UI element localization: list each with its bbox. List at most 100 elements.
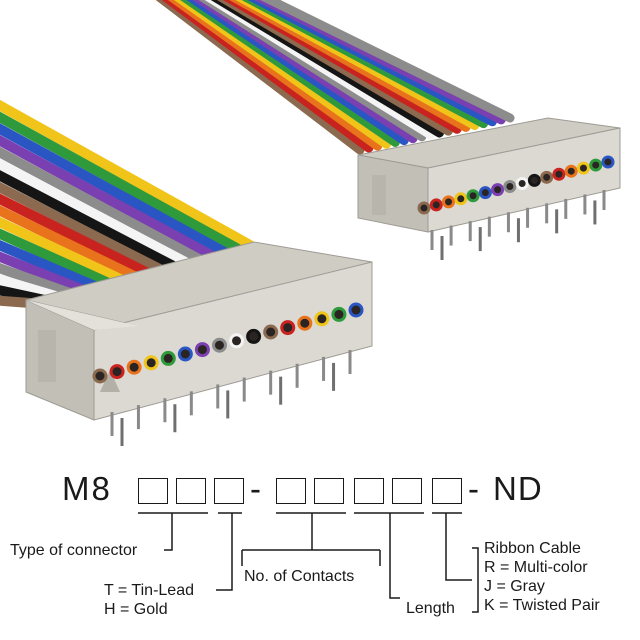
ribbon-wire: [0, 193, 152, 278]
wire-hole-core: [604, 158, 612, 166]
wire-hole-core: [163, 353, 173, 363]
wire-hole-core: [112, 367, 122, 377]
cable-twisted-pair-label: K = Twisted Pair: [484, 597, 600, 614]
connector-pin: [516, 218, 520, 243]
wire-hole-core: [530, 176, 538, 184]
connector-pin: [564, 198, 568, 219]
wire-hole-core: [579, 164, 587, 172]
contacts-slot: [314, 478, 344, 504]
ribbon-wire: [0, 135, 217, 261]
connector-pin: [593, 200, 597, 225]
connector-pin: [440, 236, 444, 260]
wire-hole-core: [317, 314, 327, 324]
ribbon-wire: [0, 216, 126, 285]
ribbon-wire: [0, 251, 87, 295]
ribbon-wire: [0, 274, 61, 302]
ribbon-wire: [0, 295, 35, 308]
wire-hole-core: [214, 340, 224, 350]
connector-pin: [295, 363, 299, 388]
connector-pin: [430, 230, 434, 250]
ribbon-wire: [0, 262, 74, 298]
connector-pin: [478, 227, 482, 252]
wire-hole-core: [146, 358, 156, 368]
connector-type-slot: [176, 478, 206, 504]
wire-hole-core: [481, 189, 489, 197]
connector-pin: [242, 377, 246, 402]
wire-hole-core: [232, 336, 242, 346]
ribbon-wire: [0, 99, 255, 250]
wire-hole-core: [180, 349, 190, 359]
wire-hole-core: [518, 179, 526, 187]
connector-pin: [279, 376, 283, 405]
ribbon-wire: [0, 240, 100, 291]
connector-pin: [555, 209, 559, 234]
wire-hole-core: [567, 167, 575, 175]
part-number-dash: -: [468, 470, 479, 507]
wire-hole-core: [95, 371, 105, 381]
contacts-label: No. of Contacts: [244, 568, 355, 585]
wire-hole-core: [555, 170, 563, 178]
part-number-dash: -: [250, 470, 261, 507]
ribbon-wire: [0, 170, 178, 271]
wire-hole-core: [300, 318, 310, 328]
wire-hole-core: [457, 195, 465, 203]
front-connector: [25, 241, 373, 446]
back-connector: [357, 117, 621, 260]
connector-pin: [322, 356, 326, 381]
wire-hole-core: [129, 362, 139, 372]
connector-pin: [506, 212, 510, 233]
ribbon-wire: [260, 0, 515, 123]
front-ribbon-cable: [0, 99, 255, 308]
length-slot: [392, 478, 422, 504]
ribbon-wire: [0, 111, 243, 254]
connector-pin: [583, 194, 587, 215]
ribbon-wire: [0, 228, 113, 288]
part-number-prefix: M8: [62, 470, 112, 507]
connector-pin: [269, 370, 273, 395]
connector-pin: [545, 203, 549, 224]
wire-hole-core: [266, 327, 276, 337]
wire-hole-core: [469, 192, 477, 200]
cable-gray-label: J = Gray: [484, 578, 545, 595]
ribbon-wire: [0, 123, 230, 257]
wire-hole-core: [197, 345, 207, 355]
cable-title-label: Ribbon Cable: [484, 540, 581, 557]
plating-tin-label: T = Tin-Lead: [104, 582, 194, 599]
cable-multicolor-label: R = Multi-color: [484, 559, 588, 576]
connector-pin: [602, 190, 606, 210]
connector-pin: [226, 390, 230, 419]
connector-pin: [449, 225, 453, 246]
length-slot: [354, 478, 384, 504]
connector-pin: [332, 362, 336, 391]
connector-pin: [526, 207, 530, 228]
connector-pin: [189, 391, 193, 416]
connector-pin: [120, 418, 124, 446]
wire-hole-core: [351, 305, 361, 315]
wire-hole-core: [334, 309, 344, 319]
wire-hole-core: [445, 198, 453, 206]
plating-gold-label: H = Gold: [104, 601, 168, 618]
connector-pin: [468, 221, 472, 242]
ribbon-wire: [0, 181, 165, 274]
part-number-legend-lines: [138, 512, 479, 613]
wire-hole-core: [494, 186, 502, 194]
wire-hole-core: [592, 161, 600, 169]
connector-pin: [136, 405, 140, 430]
connector-pin: [348, 350, 352, 374]
connector-type-label: Type of connector: [10, 542, 138, 559]
connector-pin: [110, 412, 114, 436]
ribbon-wire: [0, 146, 204, 264]
wire-hole-core: [543, 173, 551, 181]
connector-pin: [487, 216, 491, 237]
connector-pin: [216, 384, 220, 409]
wire-hole-core: [249, 331, 259, 341]
wire-hole-core: [506, 183, 514, 191]
connector-pin: [163, 398, 167, 423]
ribbon-cable-assembly-illustration: [0, 0, 621, 446]
connector-type-slot: [138, 478, 168, 504]
wire-hole-core: [420, 204, 428, 212]
part-number-suffix: ND: [493, 470, 543, 507]
ribbon-wire: [0, 205, 139, 281]
contacts-slot: [276, 478, 306, 504]
